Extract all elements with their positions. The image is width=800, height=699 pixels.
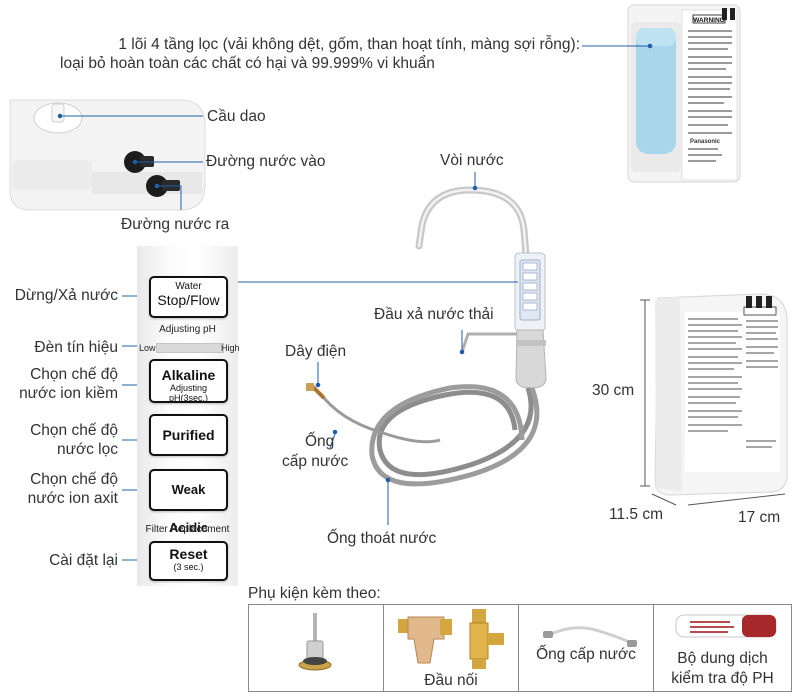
- purified-text: Purified: [162, 427, 215, 443]
- reset-button[interactable]: Reset (3 sec.): [149, 541, 228, 581]
- accessory-item-connector: Đầu nối: [383, 604, 519, 692]
- alkaline-mode-line2: nước ion kiềm: [19, 385, 118, 402]
- reset-sub-text: (3 sec.): [173, 562, 204, 572]
- stop-flow-top-text: Water: [175, 281, 202, 292]
- water-outlet-label: Đường nước ra: [121, 216, 230, 233]
- filter-label-line2: loại bỏ hoàn toàn các chất có hại và 99.…: [60, 55, 435, 72]
- ph-kit-image: [675, 614, 777, 638]
- accessory-label-ph-kit-line2: kiểm tra độ PH: [671, 670, 774, 687]
- acidic-mode-line2: nước ion axit: [27, 490, 118, 507]
- alkaline-mode-label: Chọn chế độ nước ion kiềm: [0, 365, 118, 403]
- accessory-label-supply-pipe: Ống cấp nước: [536, 646, 636, 663]
- purified-mode-line2: nước lọc: [56, 441, 118, 458]
- valve-image: [298, 613, 332, 671]
- stop-flow-button[interactable]: Water Stop/Flow: [149, 276, 228, 318]
- filter-cartridge-image: WARNING Panasonic: [627, 4, 741, 183]
- reset-text: Reset: [169, 546, 208, 562]
- accessory-label-ph-kit-line1: Bộ dung dịch: [677, 650, 768, 667]
- purified-mode-line1: Chọn chế độ: [30, 422, 118, 439]
- acidic-mode-line1: Chọn chế độ: [30, 471, 118, 488]
- connector-image: [398, 609, 504, 669]
- weak-acidic-button[interactable]: Weak Acidic: [149, 469, 228, 535]
- width-dimension-label: 11.5 cm: [609, 506, 663, 523]
- drain-pipe-label: Ống thoát nước: [327, 530, 437, 547]
- alkaline-text: Alkaline: [161, 367, 216, 383]
- filter-label-line1: 1 lõi 4 tầng lọc (vải không dệt, gốm, th…: [118, 36, 580, 53]
- stop-flow-label: Dừng/Xả nước: [14, 287, 118, 304]
- accessories-title: Phụ kiện kèm theo:: [248, 585, 381, 602]
- indicator-label: Đèn tín hiệu: [34, 339, 118, 356]
- reset-label: Cài đặt lại: [49, 552, 118, 569]
- purified-mode-label: Chọn chế độ nước lọc: [0, 421, 118, 459]
- supply-pipe-label-line2: cấp nước: [282, 453, 349, 470]
- faucet-label: Vòi nước: [440, 152, 504, 169]
- accessory-item-valve: [248, 604, 384, 692]
- depth-dimension-label: 17 cm: [738, 509, 781, 526]
- water-inlet-label: Đường nước vào: [206, 153, 326, 170]
- accessory-item-ph-kit: Bộ dung dịch kiểm tra độ PH: [653, 604, 792, 692]
- adjusting-ph-text: Adjusting pH: [159, 324, 216, 335]
- supply-pipe-image: [543, 626, 637, 647]
- stop-flow-text: Stop/Flow: [157, 292, 220, 308]
- alkaline-mode-line1: Chọn chế độ: [30, 366, 118, 383]
- height-dimension-label: 30 cm: [592, 382, 635, 399]
- purified-button[interactable]: Purified: [149, 414, 228, 456]
- accessory-label-connector: Đầu nối: [424, 672, 478, 689]
- filter-label: 1 lõi 4 tầng lọc (vải không dệt, gốm, th…: [40, 35, 580, 73]
- cartridge-warning-text: WARNING: [693, 17, 724, 24]
- power-cord-label: Dây điện: [285, 343, 347, 360]
- cartridge-brand-text: Panasonic: [690, 139, 721, 145]
- circuit-breaker-label: Cầu dao: [207, 108, 266, 125]
- acidic-mode-label: Chọn chế độ nước ion axit: [0, 470, 118, 508]
- weak-acidic-text: Weak Acidic: [168, 482, 208, 535]
- base-unit-image: [640, 293, 788, 506]
- filter-replacement-text: Filter Replacement: [145, 524, 230, 535]
- alkaline-sub-text: Adjusting pH(3sec.): [168, 383, 208, 403]
- control-panel: Water Stop/Flow Adjusting pH Low High Al…: [137, 246, 240, 586]
- faucet-image: [306, 186, 547, 487]
- high-text: High: [221, 343, 240, 353]
- alkaline-button[interactable]: Alkaline Adjusting pH(3sec.): [149, 359, 228, 403]
- waste-outlet-label: Đầu xả nước thải: [374, 306, 494, 323]
- supply-pipe-label-line1: Ống: [305, 433, 335, 450]
- low-text: Low: [139, 343, 156, 353]
- indicator-lights: [156, 343, 224, 353]
- accessory-item-supply-pipe: Ống cấp nước: [518, 604, 654, 692]
